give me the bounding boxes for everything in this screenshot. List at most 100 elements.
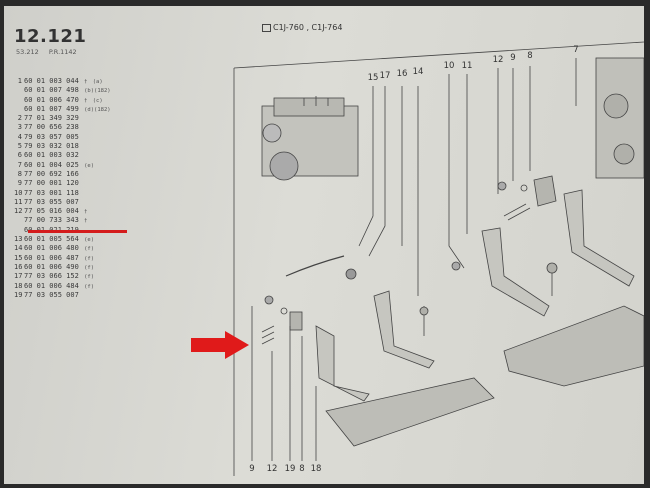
part-index: 5 [17,142,22,151]
part-reference: 79 03 057 005 [24,132,79,141]
part-reference: 60 01 006 484 [24,281,79,290]
red-highlight-underline [28,230,127,233]
part-reference: 60 01 003 044 [24,77,79,85]
part-note: (f) [80,246,95,253]
model-refs-text: C1J-760 , C1J-764 [273,23,343,32]
subheader-pr: P.R.1142 [48,48,77,56]
part-index: 2 [17,114,22,123]
part-index: 4 [17,132,22,141]
callout-number: 11 [462,61,473,71]
part-reference: 60 01 007 499 [24,104,79,113]
part-reference: 60 01 004 025 [24,160,79,169]
part-mark: † [80,209,88,216]
parts-list-row: 60 01 021 219 [14,226,111,235]
part-reference: 60 01 005 564 [24,235,79,244]
part-index: 13 [14,235,23,244]
part-note: (e) [80,237,95,244]
part-index: 6 [17,151,22,160]
callout-number: 9 [249,464,254,474]
callout-number: 8 [527,51,532,61]
callout-number: 12 [267,464,278,474]
part-reference: 77 05 016 004 [24,207,79,216]
callout-number: 8 [299,464,304,474]
parts-catalog-page: 12.121 53.212 P.R.1142 C1J-760 , C1J-764… [4,6,644,484]
part-reference: 77 00 001 120 [24,179,79,188]
callout-number: 10 [444,61,455,71]
part-index: 11 [14,197,23,206]
part-note: (f) [80,264,95,271]
pedal-assembly-left [261,290,495,447]
part-mark: † [80,97,88,104]
callout-number: 16 [397,69,408,79]
part-reference: 60 01 006 480 [24,244,79,253]
part-note: (c) [89,97,103,104]
part-note: (b)(182) [80,88,111,95]
carburetor-sketch [595,57,644,179]
model-reference: C1J-760 , C1J-764 [262,23,342,32]
callout-number: 18 [311,464,322,474]
part-index: 7 [17,160,22,169]
part-mark: † [80,218,88,225]
part-reference: 77 01 349 329 [24,114,79,123]
part-reference: 60 01 006 470 [24,95,79,104]
page-number: 12.121 [14,26,87,47]
part-index: 10 [14,188,23,197]
part-reference: 77 03 055 007 [24,290,79,299]
page-subheader: 53.212 P.R.1142 [16,48,85,56]
part-reference: 60 01 021 219 [24,226,79,234]
part-reference: 77 00 733 343 [24,216,79,225]
parts-list-row: 60 01 007 499 (d)(182) [14,105,111,114]
part-note: (f) [80,283,95,290]
part-note: (f) [80,255,95,262]
callout-number: 17 [380,71,391,81]
part-note: (f) [80,274,95,281]
callout-number: 9 [510,53,515,63]
callout-number: 15 [368,73,379,83]
part-reference: 77 00 656 238 [24,123,79,132]
part-index: 16 [14,262,23,271]
part-index: 3 [17,123,22,132]
part-note: (e) [80,162,95,169]
part-reference: 77 03 001 118 [24,188,79,197]
callout-number: 19 [285,464,296,474]
callout-number: 14 [413,67,424,77]
callout-number: 12 [493,55,504,65]
part-reference: 77 03 055 007 [24,197,79,206]
part-note: (d)(182) [80,106,111,113]
red-arrow-pointer [191,331,249,359]
callout-number: 7 [573,45,578,55]
part-reference: 77 03 066 152 [24,272,79,281]
part-index: 8 [17,169,22,178]
part-reference: 60 01 003 032 [24,151,79,160]
part-reference: 60 01 006 487 [24,253,79,262]
part-note: (a) [89,79,103,85]
pedal-assembly-right [419,175,644,387]
part-index: 17 [14,272,23,281]
part-reference: 60 01 006 490 [24,262,79,271]
part-index: 18 [14,281,23,290]
part-reference: 79 03 032 018 [24,142,79,151]
part-index: 9 [17,179,22,188]
part-mark: † [80,79,88,85]
part-reference: 77 00 692 166 [24,169,79,178]
parts-list-row: 60 01 007 498 (b)(182) [14,86,111,95]
